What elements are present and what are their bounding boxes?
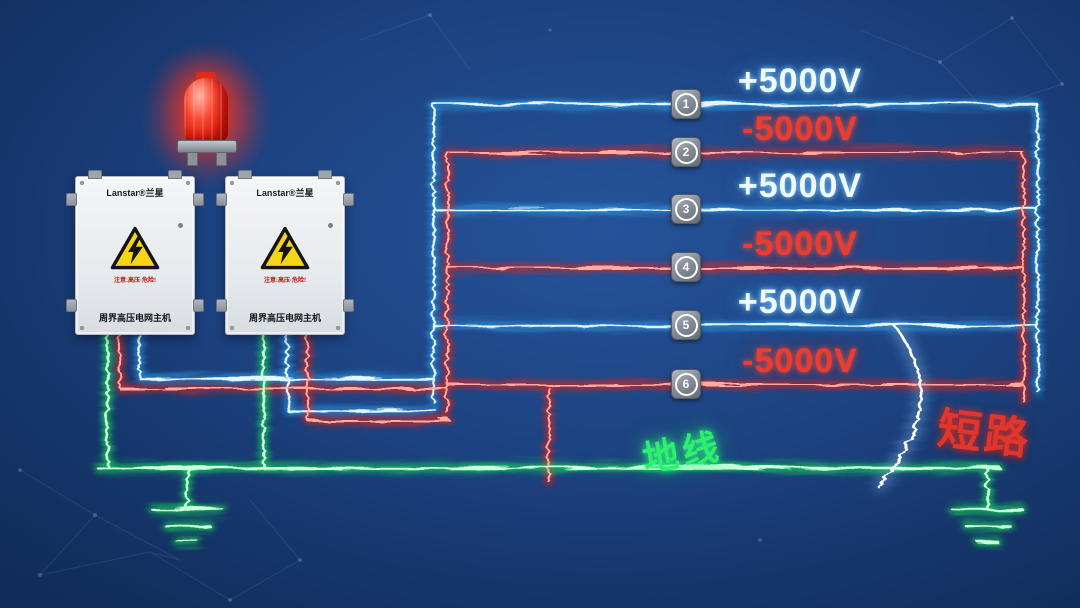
screw — [336, 326, 340, 330]
wire-number-badge: 4 — [671, 252, 701, 282]
mounting-ear — [66, 299, 77, 312]
screw — [230, 181, 234, 185]
device-name: 周界高压电网主机 — [98, 313, 171, 323]
wire-number-badge: 3 — [671, 194, 701, 224]
device-name: 周界高压电网主机 — [248, 313, 321, 323]
beacon-cap — [196, 72, 216, 80]
voltage-label: +5000V — [737, 283, 863, 321]
voltage-label: -5000V — [742, 110, 858, 148]
controller-box-1: Lanstar®兰星 注意:高压·危险! 周界高压电网主机 — [66, 170, 204, 335]
wire-number: 3 — [674, 197, 698, 221]
screw — [80, 326, 84, 330]
mounting-ear — [216, 299, 227, 312]
warning-text: 注意:高压·危险! — [114, 278, 156, 284]
wire-number: 6 — [674, 372, 698, 396]
mounting-ear — [66, 193, 77, 206]
short-circuit-arc — [874, 322, 921, 486]
status-led — [328, 223, 333, 228]
mounting-ear — [318, 170, 332, 179]
high-voltage-warning-icon — [110, 226, 160, 270]
wire-number-badge: 2 — [671, 137, 701, 167]
status-led — [178, 223, 183, 228]
mounting-ear — [168, 170, 182, 179]
mounting-ear — [193, 299, 204, 312]
voltage-label: +5000V — [737, 167, 863, 205]
voltage-label: -5000V — [742, 342, 858, 380]
screw — [186, 181, 190, 185]
wire-number: 1 — [674, 92, 698, 116]
alarm-beacon — [122, 20, 292, 210]
screw — [80, 181, 84, 185]
mounting-ear — [88, 170, 102, 179]
wire-number-badge: 6 — [671, 369, 701, 399]
negative-wires — [116, 149, 1024, 482]
wire-number-badge: 1 — [671, 89, 701, 119]
voltage-label: -5000V — [742, 225, 858, 263]
screw — [336, 181, 340, 185]
mounting-ear — [343, 299, 354, 312]
mounting-ear — [216, 193, 227, 206]
beacon-dome — [184, 78, 228, 142]
warning-text: 注意:高压·危险! — [264, 278, 306, 284]
wire-number-badge: 5 — [671, 310, 701, 340]
mounting-ear — [193, 193, 204, 206]
device-brand: Lanstar®兰星 — [256, 188, 314, 198]
screw — [230, 326, 234, 330]
device-brand: Lanstar®兰星 — [106, 188, 164, 198]
short-circuit-label: 短路 — [934, 404, 1035, 465]
beacon-mount — [187, 152, 198, 166]
mounting-ear — [343, 193, 354, 206]
high-voltage-warning-icon — [260, 226, 310, 270]
mounting-ear — [238, 170, 252, 179]
wire-number: 5 — [674, 313, 698, 337]
voltage-label: +5000V — [737, 62, 863, 100]
positive-wires — [136, 101, 1038, 411]
controller-box-2: Lanstar®兰星 注意:高压·危险! 周界高压电网主机 — [216, 170, 354, 335]
screw — [186, 326, 190, 330]
wire-number: 4 — [674, 255, 698, 279]
beacon-mount — [216, 152, 227, 166]
ground-wires — [94, 332, 1023, 542]
beacon-base — [177, 140, 237, 153]
wire-number: 2 — [674, 140, 698, 164]
